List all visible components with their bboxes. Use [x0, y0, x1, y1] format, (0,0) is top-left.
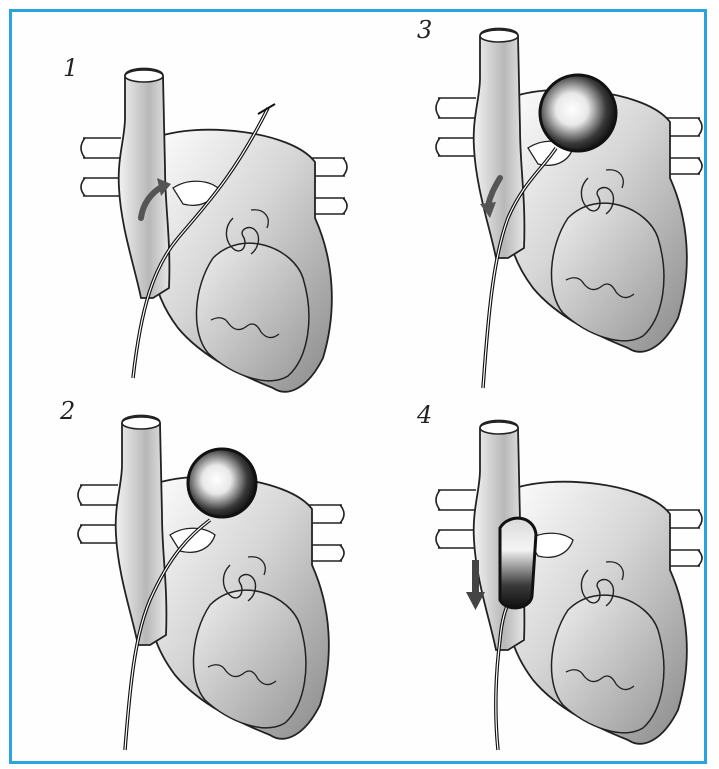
panel-3-label: 3	[417, 16, 432, 44]
inflated-balloon	[540, 75, 616, 151]
panel-2	[78, 416, 344, 751]
panel-2-label: 2	[60, 397, 75, 425]
elongated-balloon	[500, 518, 536, 608]
panel-3	[436, 29, 702, 389]
inflated-balloon	[188, 449, 256, 517]
panel-1-label: 1	[63, 54, 78, 82]
straight-down-arrow-icon	[472, 560, 479, 594]
panel-4	[436, 421, 702, 751]
panel-4-label: 4	[417, 401, 432, 429]
panel-1	[81, 69, 347, 392]
